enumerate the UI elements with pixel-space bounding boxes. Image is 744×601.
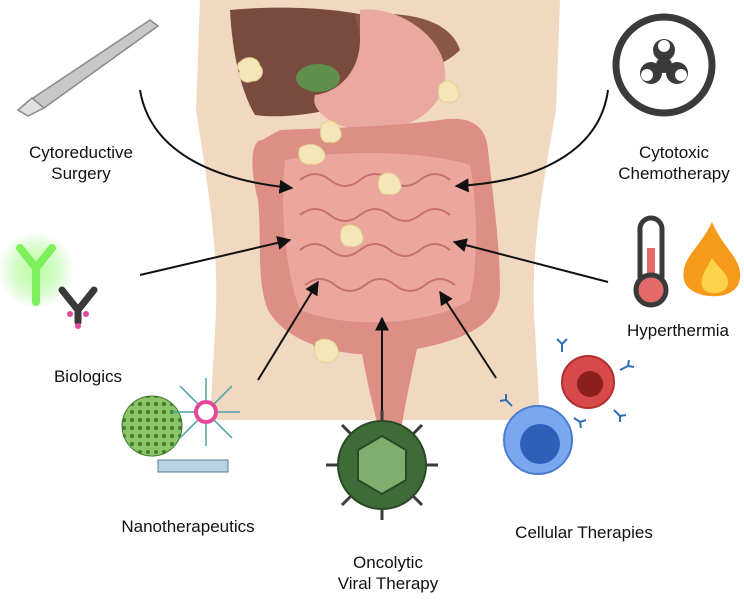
label-cytoreductive-surgery: Cytoreductive Surgery — [8, 142, 154, 184]
label-line: Nanotherapeutics — [121, 517, 255, 536]
label-oncolytic-viral-therapy: Oncolytic Viral Therapy — [318, 552, 458, 594]
virus-icon — [326, 410, 438, 520]
label-line: Surgery — [51, 164, 111, 183]
label-line: Cytotoxic — [639, 143, 709, 162]
label-line: Cellular Therapies — [515, 523, 653, 542]
small-intestine — [283, 153, 476, 323]
arrow-cellular — [439, 290, 497, 379]
label-line: Viral Therapy — [337, 574, 439, 593]
thermometer-icon — [633, 215, 669, 308]
flame-icon — [683, 222, 741, 297]
arrow-biologics — [139, 236, 292, 276]
label-line: Biologics — [53, 367, 123, 386]
arrow-chemo — [454, 89, 609, 193]
immune-cell-icon — [499, 338, 635, 475]
arrow-nano — [257, 280, 319, 381]
label-line: Chemotherapy — [618, 164, 730, 183]
label-hyperthermia: Hyperthermia — [614, 320, 742, 341]
intestine-coils — [299, 173, 456, 292]
label-line: Cytoreductive — [29, 143, 133, 162]
biohazard-icon — [612, 13, 716, 117]
arrow-hyperthermia — [452, 238, 609, 283]
label-cytotoxic-chemotherapy: Cytotoxic Chemotherapy — [606, 142, 742, 184]
antibody-icon — [0, 232, 98, 329]
torso-illustration — [196, 0, 560, 450]
label-nanotherapeutics: Nanotherapeutics — [100, 516, 276, 537]
label-line: Oncolytic — [353, 553, 423, 572]
label-line: Hyperthermia — [626, 321, 730, 340]
arrows — [139, 89, 609, 410]
gallbladder — [296, 64, 340, 92]
label-biologics: Biologics — [40, 366, 136, 387]
scalpel-icon — [16, 19, 160, 117]
stomach — [314, 9, 446, 131]
label-cellular-therapies: Cellular Therapies — [496, 522, 672, 543]
tumor-deposits — [237, 57, 460, 363]
nanoparticle-icon — [121, 378, 240, 473]
rectum — [360, 340, 418, 450]
arrow-surgery — [139, 89, 294, 194]
